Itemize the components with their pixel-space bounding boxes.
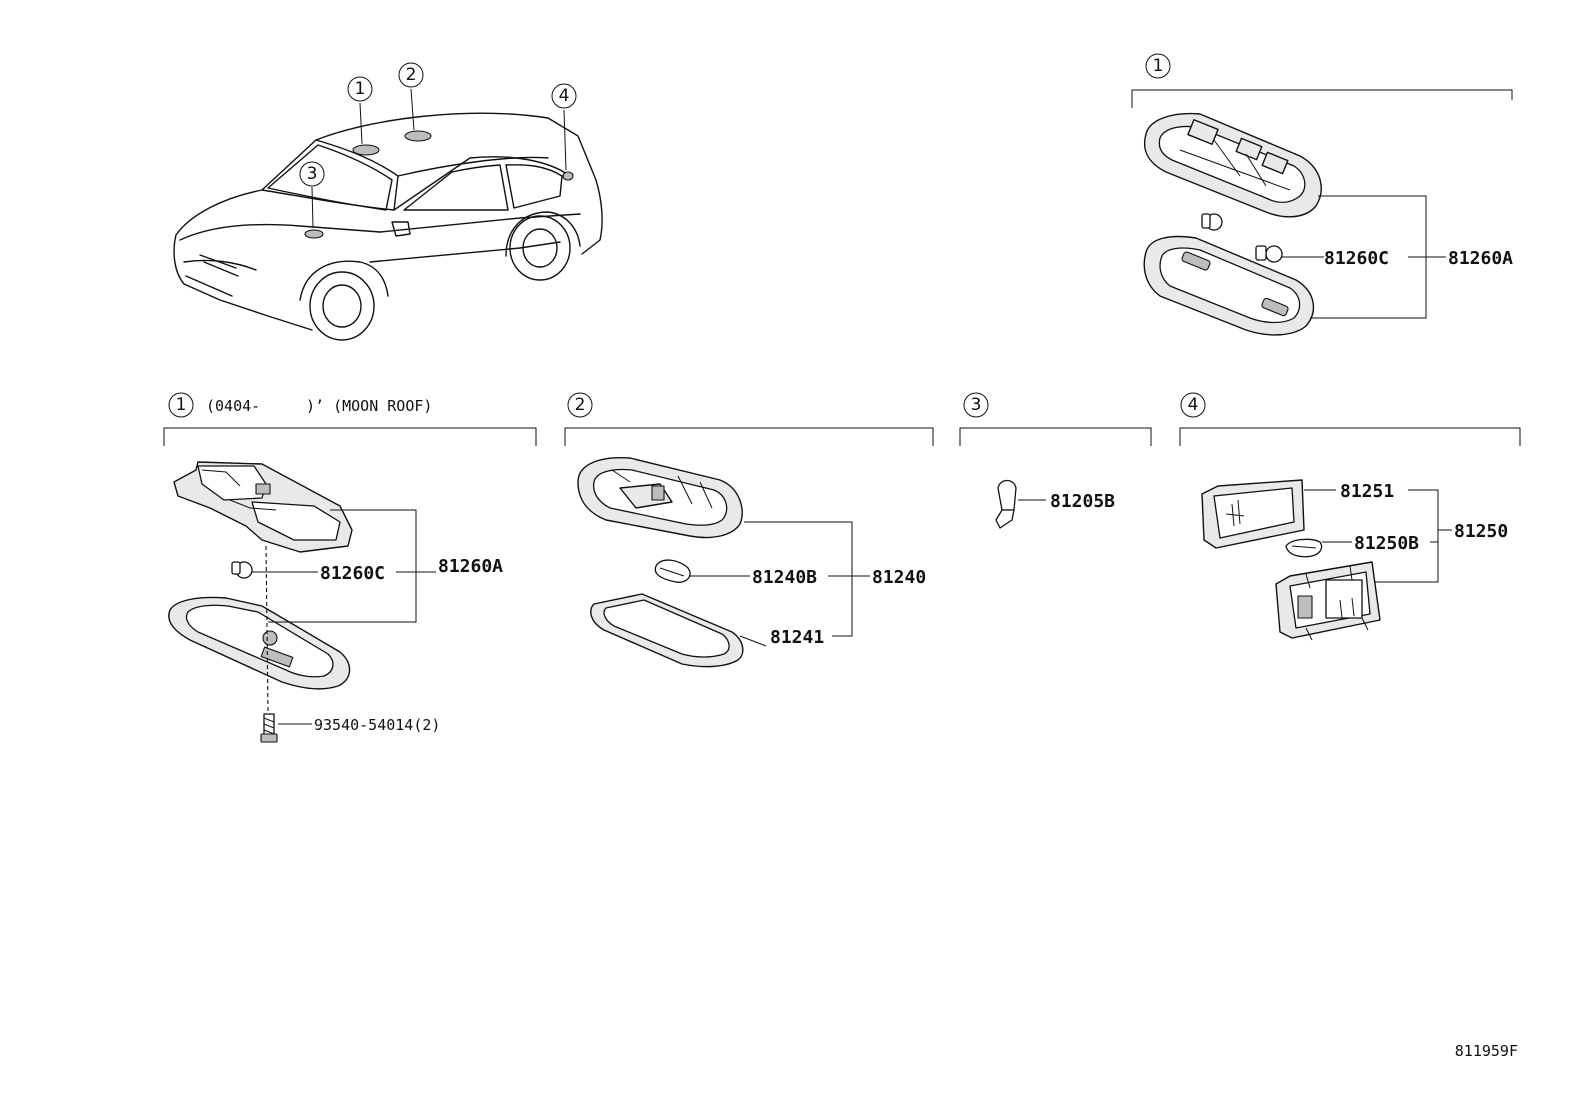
part-81241: 81241 bbox=[770, 627, 824, 648]
lower-1-bulb bbox=[231, 561, 253, 579]
top-right-bulb-2 bbox=[1255, 245, 1283, 263]
section-lower-1-note-end: )’ (MOON ROOF) bbox=[306, 397, 432, 415]
part-81251: 81251 bbox=[1340, 481, 1394, 502]
section-lower-3: 3 81205B bbox=[959, 392, 1152, 529]
lower-4-lens bbox=[1201, 479, 1305, 549]
lower-2-housing bbox=[577, 457, 743, 539]
part-81250: 81250 bbox=[1454, 521, 1508, 542]
top-right-housing bbox=[1143, 112, 1322, 218]
svg-text:4: 4 bbox=[559, 86, 570, 106]
section-lower-3-callout: 3 bbox=[971, 395, 982, 415]
lower-1-housing bbox=[173, 461, 353, 553]
diagram-code: 811959F bbox=[1455, 1042, 1518, 1060]
part-81240: 81240 bbox=[872, 567, 926, 588]
callout-4-car: 4 bbox=[551, 83, 577, 109]
vehicle-overview bbox=[173, 88, 603, 341]
lower-2-lens bbox=[590, 593, 744, 668]
part-81260A-top: 81260A bbox=[1448, 248, 1513, 269]
section-lower-1-note-start: (0404- bbox=[206, 397, 260, 415]
section-lower-2: 2 81240B 81240 81241 bbox=[564, 392, 934, 668]
callout-2-car: 2 bbox=[398, 62, 424, 88]
part-81260C-lower: 81260C bbox=[320, 563, 385, 584]
top-right-bulb-1 bbox=[1201, 213, 1223, 231]
section-lower-4: 4 81251 81250B 81250 bbox=[1179, 392, 1521, 641]
part-81250B: 81250B bbox=[1354, 533, 1419, 554]
lower-4-bulb bbox=[1285, 538, 1323, 558]
callout-1-car: 1 bbox=[347, 76, 373, 102]
part-81260A-lower: 81260A bbox=[438, 556, 503, 577]
lower-1-lens bbox=[168, 596, 351, 690]
lower-4-housing bbox=[1275, 561, 1381, 641]
part-93540-54014: 93540-54014(2) bbox=[314, 716, 440, 734]
section-lower-2-callout: 2 bbox=[575, 395, 586, 415]
lower-3-bulb bbox=[995, 479, 1017, 529]
part-81260C-top: 81260C bbox=[1324, 248, 1389, 269]
svg-text:1: 1 bbox=[355, 79, 366, 99]
top-right-lens bbox=[1143, 235, 1315, 336]
callout-3-car: 3 bbox=[299, 161, 325, 187]
section-lower-1-callout: 1 bbox=[176, 395, 187, 415]
part-81205B: 81205B bbox=[1050, 491, 1115, 512]
part-81240B: 81240B bbox=[752, 567, 817, 588]
lower-1-screw bbox=[260, 713, 278, 743]
svg-text:2: 2 bbox=[406, 65, 417, 85]
section-top-right: 1 81260C bbox=[1131, 53, 1513, 336]
section-top-right-callout: 1 bbox=[1153, 56, 1164, 76]
svg-text:3: 3 bbox=[307, 164, 318, 184]
section-lower-4-callout: 4 bbox=[1188, 395, 1199, 415]
section-lower-1: 1 (0404- )’ (MOON ROOF) bbox=[163, 392, 537, 743]
lower-2-bulb bbox=[654, 559, 691, 583]
